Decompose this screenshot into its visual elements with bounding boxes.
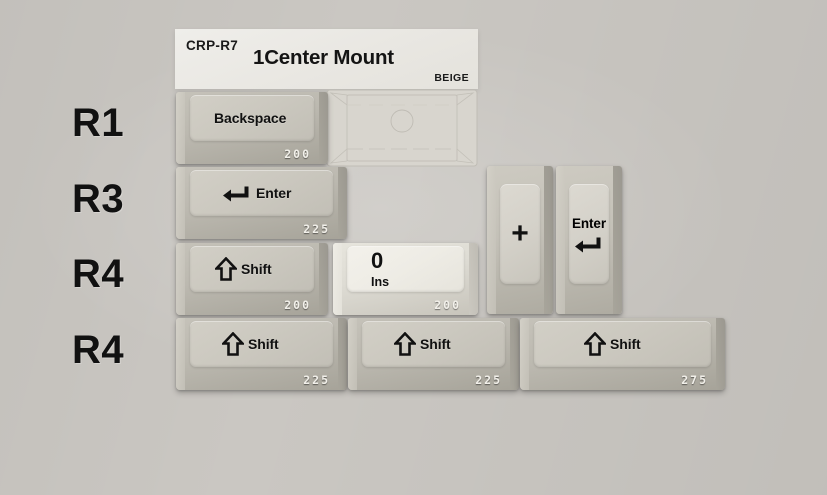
keycap-top-surface: 0 Ins	[347, 246, 464, 292]
keycap-top-surface: Enter	[569, 184, 609, 284]
product-code: CRP-R7	[186, 38, 239, 53]
row-label-r4-bottom: R4	[72, 328, 125, 372]
keycap-size-code: 225	[303, 373, 330, 387]
keycap-top-surface: Shift	[362, 321, 505, 367]
keycap-shift-bottom-1[interactable]: Shift 225	[176, 318, 347, 390]
keycap-sublegend-text: Ins	[371, 274, 390, 289]
keycap-legend: Shift	[213, 256, 272, 281]
row-label-r3: R3	[72, 177, 125, 221]
keycap-legend-text: Shift	[420, 336, 451, 352]
keycap-legend-text: Enter	[571, 215, 606, 231]
keycap-shift-r4-left[interactable]: Shift 200	[176, 243, 328, 315]
keycap-legend: 0 Ins	[371, 250, 389, 288]
return-arrow-icon	[574, 236, 604, 253]
row-label-r1: R1	[72, 101, 125, 145]
keycap-top-surface: Shift	[190, 246, 314, 292]
keycap-size-code: 200	[434, 298, 461, 312]
keycap-legend-text: Backspace	[214, 110, 287, 126]
product-header-panel: CRP-R7 1Center Mount BEIGE	[175, 29, 478, 89]
keycap-top-surface: Backspace	[190, 95, 314, 141]
shift-arrow-icon	[392, 331, 418, 356]
shift-arrow-icon	[582, 331, 608, 356]
keycap-top-surface: Shift	[190, 321, 333, 367]
keycap-legend-text: Enter	[256, 185, 292, 201]
keycap-size-code: 275	[681, 373, 708, 387]
keycap-legend: Shift	[392, 331, 451, 356]
keycap-legend: Enter	[222, 185, 291, 202]
keycap-numpad-plus[interactable]: +	[487, 166, 553, 314]
return-arrow-icon	[222, 185, 252, 202]
keycap-shift-bottom-3[interactable]: Shift 275	[520, 318, 725, 390]
keycap-legend: Shift	[220, 331, 279, 356]
keycap-legend-text: 0	[371, 248, 384, 273]
keycap-enter-horizontal[interactable]: Enter 225	[176, 167, 347, 239]
product-title: 1Center Mount	[253, 46, 394, 69]
keycap-legend-text: +	[511, 217, 529, 250]
row-label-r4-top: R4	[72, 252, 125, 296]
shift-arrow-icon	[220, 331, 246, 356]
keycap-backspace[interactable]: Backspace 200	[176, 92, 328, 164]
keycap-size-code: 200	[284, 147, 311, 161]
keycap-top-surface: Enter	[190, 170, 333, 216]
keycap-top-surface: +	[500, 184, 540, 284]
keycap-legend-text: Shift	[610, 336, 641, 352]
keycap-size-code: 225	[475, 373, 502, 387]
keycap-legend-text: Shift	[248, 336, 279, 352]
keycap-top-surface: Shift	[534, 321, 711, 367]
keycap-size-code: 225	[303, 222, 330, 236]
keycap-size-code: 200	[284, 298, 311, 312]
colorway-label: BEIGE	[434, 72, 469, 84]
keycap-numpad-zero[interactable]: 0 Ins 200	[333, 243, 478, 315]
keycap-shift-bottom-2[interactable]: Shift 225	[348, 318, 519, 390]
keycap-legend: Shift	[582, 331, 641, 356]
shift-arrow-icon	[213, 256, 239, 281]
keycap-outline-diagram	[326, 89, 478, 167]
keycap-legend: Backspace	[214, 110, 286, 126]
keycap-numpad-enter[interactable]: Enter	[556, 166, 622, 314]
keycap-legend-text: Shift	[241, 261, 272, 277]
